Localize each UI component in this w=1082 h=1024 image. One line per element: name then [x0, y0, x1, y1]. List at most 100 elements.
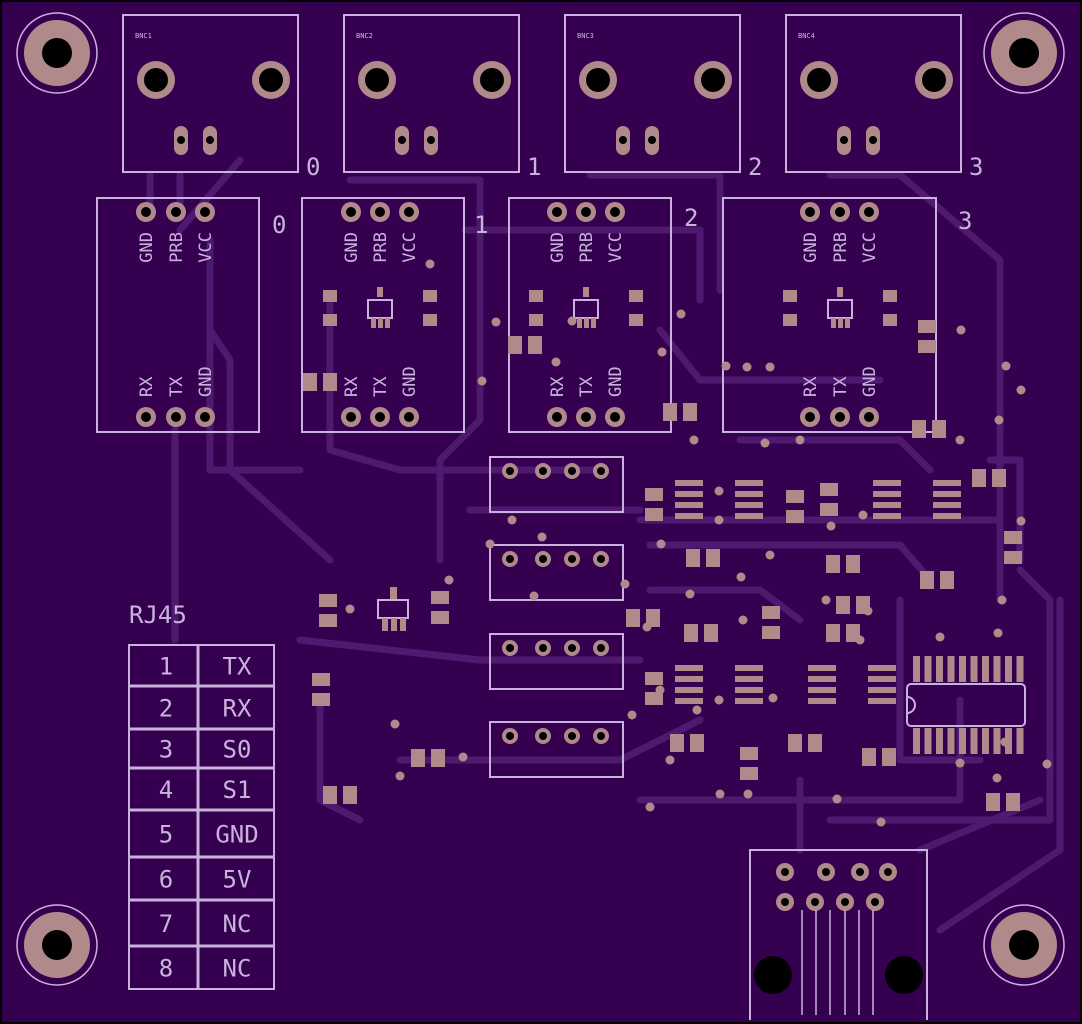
via — [855, 635, 865, 645]
pin-hole — [610, 207, 620, 217]
soic-package — [735, 665, 763, 704]
rj45-outline — [749, 849, 928, 1020]
pin-hole — [610, 412, 620, 422]
smd-pad — [319, 594, 337, 607]
smd-pad — [343, 786, 357, 804]
smd-pad — [690, 734, 704, 752]
sot-component — [377, 587, 409, 631]
bnc-signal-hole — [840, 136, 848, 144]
passive-component — [972, 469, 1006, 487]
pin-hole — [539, 644, 547, 652]
ic-pin — [947, 656, 955, 682]
smd-pad — [940, 571, 954, 589]
via — [742, 362, 752, 372]
drill-hole — [1009, 38, 1039, 68]
pin-hole — [864, 412, 874, 422]
smd-pad — [846, 555, 860, 573]
trace — [586, 171, 724, 294]
bnc-mount-hole — [480, 68, 504, 92]
bnc-signal-hole — [206, 136, 214, 144]
soic-pad — [933, 502, 961, 508]
pin-number: 8 — [159, 955, 173, 983]
via — [736, 572, 746, 582]
ic-pin — [924, 728, 932, 754]
smd-pad — [686, 549, 700, 567]
pin-hole — [141, 412, 151, 422]
soic-pad — [873, 491, 901, 497]
smd-pad — [836, 596, 850, 614]
smd-pad — [820, 483, 838, 496]
via — [765, 362, 775, 372]
trace — [346, 176, 484, 564]
pin-signal: NC — [223, 955, 252, 983]
smd-pad — [808, 734, 822, 752]
passive-component — [862, 748, 896, 766]
trace — [896, 596, 984, 764]
smd-pad — [645, 488, 663, 501]
trace — [736, 436, 934, 474]
smd-pad — [683, 403, 697, 421]
pin-hole — [506, 732, 514, 740]
sot-lead — [837, 287, 843, 297]
smd-pad — [1004, 531, 1022, 544]
via — [826, 521, 836, 531]
top-pin-label: GND — [548, 232, 568, 263]
ic-pin — [936, 656, 943, 682]
via — [714, 515, 724, 525]
smd-pad — [508, 336, 522, 354]
pin-signal: TX — [223, 653, 252, 681]
smd-pad — [663, 403, 677, 421]
drill-hole — [42, 930, 72, 960]
soic-pad — [873, 513, 901, 519]
soic-package — [675, 665, 703, 704]
smd-pad — [912, 420, 926, 438]
via — [657, 347, 667, 357]
trace — [316, 696, 364, 824]
pin-hole — [552, 412, 562, 422]
smd-pad — [423, 314, 437, 326]
passive-component — [411, 749, 445, 767]
via — [821, 595, 831, 605]
mounting-hole — [983, 12, 1065, 94]
soic-pad — [873, 480, 901, 486]
top-pin-label: VCC — [860, 232, 880, 263]
top-pin-label: GND — [342, 232, 362, 263]
soic-pad — [675, 491, 703, 497]
via — [832, 794, 842, 804]
sot-lead — [577, 318, 582, 328]
soic-pad — [675, 665, 703, 671]
trace — [646, 541, 934, 584]
smd-pad — [528, 336, 542, 354]
bottom-pin-label: TX — [167, 376, 187, 397]
smd-pad — [762, 626, 780, 639]
smd-pad — [820, 503, 838, 516]
bnc-signal-hole — [648, 136, 656, 144]
bnc-index: 2 — [748, 153, 762, 181]
smd-pad — [862, 748, 876, 766]
passive-component — [788, 734, 822, 752]
pin-hole — [539, 732, 547, 740]
mounting-holes — [16, 12, 1065, 986]
ic-pin — [913, 728, 920, 754]
smd-pad — [992, 469, 1006, 487]
sot-lead — [371, 318, 376, 328]
ic-pin — [970, 656, 978, 682]
passive-component — [645, 488, 663, 521]
pin-hole — [506, 644, 514, 652]
soic-pad — [675, 513, 703, 519]
sot-lead — [845, 318, 850, 328]
trace — [936, 596, 1064, 934]
via — [1042, 759, 1052, 769]
smd-pad — [312, 693, 330, 706]
smd-pad — [323, 290, 337, 302]
via — [689, 435, 699, 445]
soic-pad — [868, 687, 896, 693]
pin-hole — [841, 898, 849, 906]
smd-pad — [786, 490, 804, 503]
smd-pad — [645, 692, 663, 705]
bnc-signal-hole — [869, 136, 877, 144]
soic-pad — [735, 687, 763, 693]
